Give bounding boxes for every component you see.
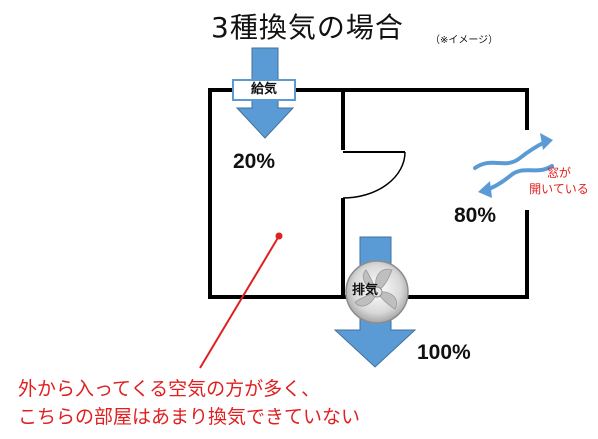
page-title: 3種換気の場合 [211, 11, 404, 44]
exhaust-label: 排気 [352, 283, 379, 298]
intake-label: 給気 [232, 79, 296, 101]
wavy-airflow-icon [473, 133, 554, 198]
door-arc [342, 151, 406, 199]
caption-line1: 外から入ってくる空気の方が多く、 [18, 378, 321, 400]
building-walls [208, 88, 529, 299]
door-swing-icon [342, 151, 406, 199]
fan-icon [345, 260, 409, 324]
image-note: （※イメージ） [430, 35, 499, 46]
outer-wall [208, 88, 529, 299]
caption-line2: こちらの部屋はあまり換気できていない [18, 406, 361, 428]
window-label-line2: 開いている [529, 182, 589, 196]
annotation-pointer [199, 232, 283, 369]
intake-percent: 20% [233, 150, 276, 173]
window-percent: 80% [454, 204, 497, 227]
window-label-line1: 窓が [546, 166, 571, 180]
window-label: 窓が 開いている [524, 165, 594, 197]
exhaust-percent: 100% [417, 341, 471, 364]
